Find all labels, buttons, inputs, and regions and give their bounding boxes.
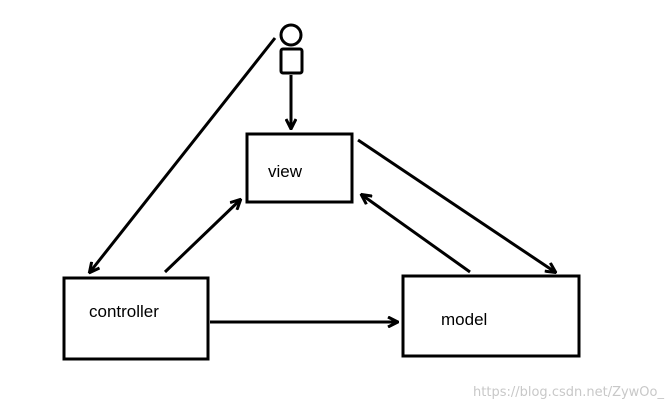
view-box: [245, 132, 354, 204]
user-icon: [279, 23, 304, 75]
watermark-text: https://blog.csdn.net/ZywOo_: [473, 385, 664, 400]
arrow-user-to-controller: [90, 37, 277, 272]
arrow-model-to-view: [362, 195, 471, 274]
controller-label: controller: [89, 302, 159, 321]
arrow-view-to-model: [357, 138, 555, 272]
view-label: view: [268, 162, 303, 181]
controller-box: [62, 276, 210, 361]
arrow-controller-to-view: [163, 200, 240, 274]
model-box: [401, 274, 581, 358]
model-label: model: [441, 310, 488, 329]
